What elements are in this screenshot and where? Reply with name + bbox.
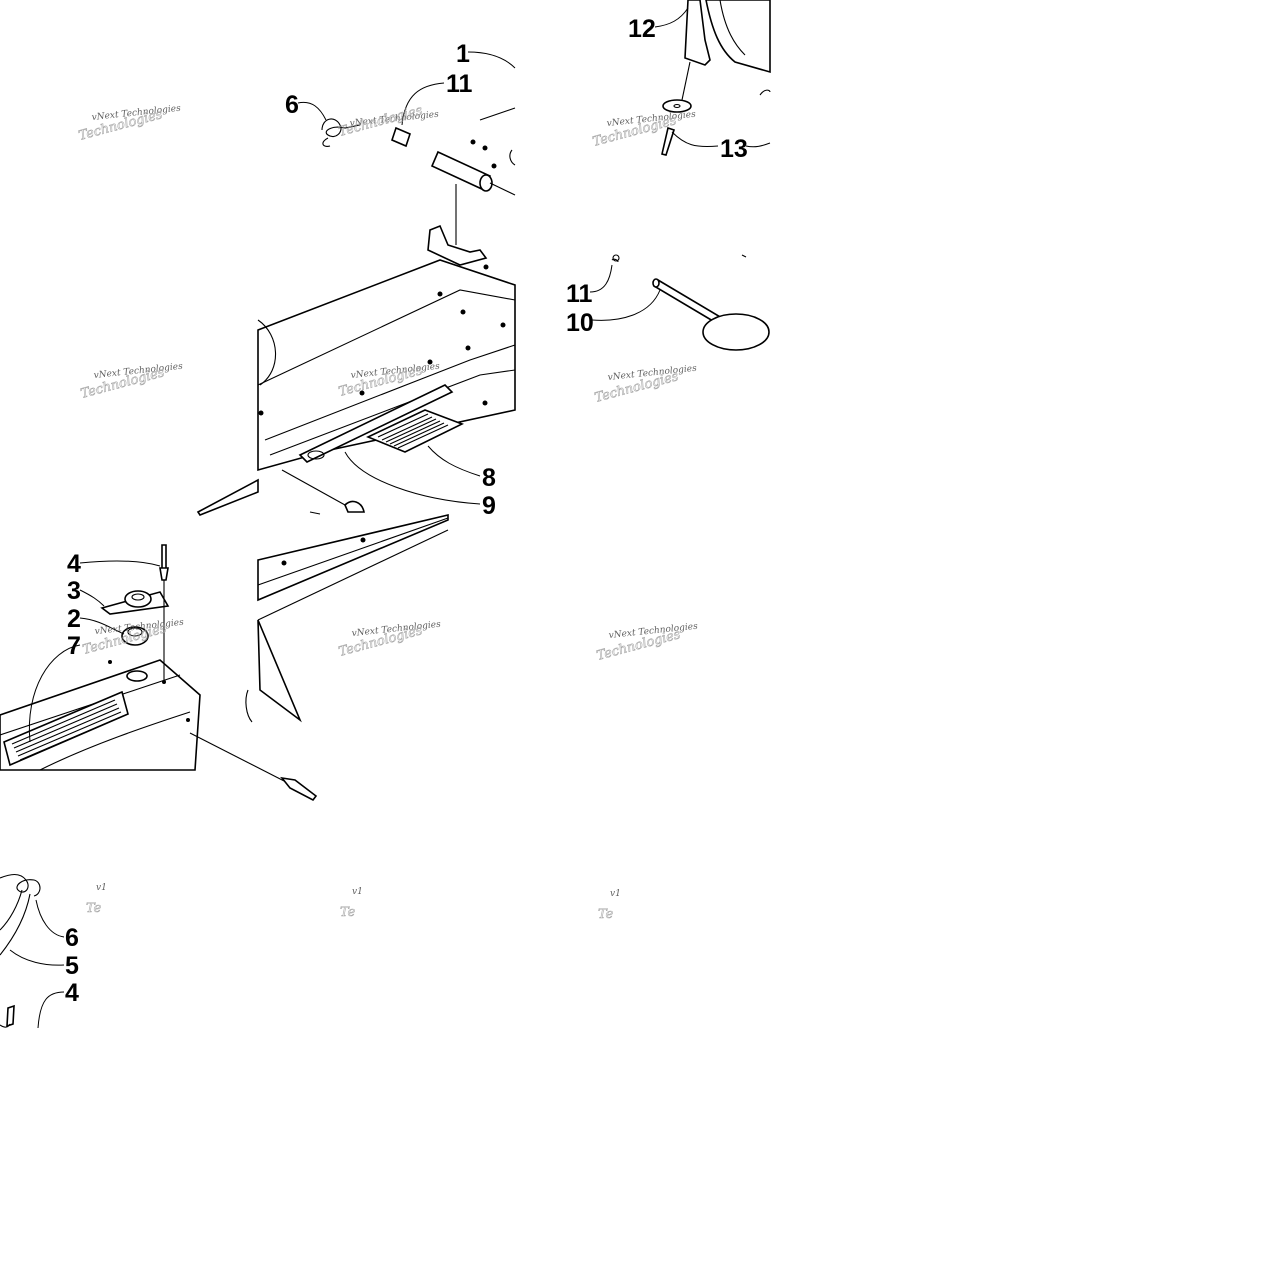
callout-8: 8 xyxy=(482,464,496,492)
watermark-short-outline: Te xyxy=(340,905,356,920)
pin-fastener xyxy=(280,776,318,802)
tile-cover-plate: 4 3 2 7 xyxy=(0,544,318,802)
callout-9: 9 xyxy=(482,492,496,520)
plate-edge xyxy=(257,289,516,386)
callout-12: 12 xyxy=(628,15,656,43)
decal-7 xyxy=(3,690,129,767)
flange-3 xyxy=(100,590,170,615)
decal-9 xyxy=(298,384,454,463)
upper-pin xyxy=(391,126,516,245)
bolt-13 xyxy=(661,126,676,156)
tile-lower-frame xyxy=(245,513,449,723)
lower-frame xyxy=(257,513,449,602)
watermark-short-outline: Te xyxy=(86,901,102,916)
callout-6-b: 6 xyxy=(65,924,79,952)
tile-hitch-assembly: 1 11 6 8 9 xyxy=(196,40,516,520)
watermark-short: v1 xyxy=(96,883,107,893)
lower-tube xyxy=(196,478,259,516)
watermark-short-outline: Te xyxy=(598,907,614,922)
callout-11: 11 xyxy=(446,70,473,98)
watermark-short: v1 xyxy=(610,889,621,899)
tile-safety-cable: 6 5 4 xyxy=(0,873,79,1029)
safety-cable-5 xyxy=(0,893,31,956)
hitch-pin-clip xyxy=(321,118,361,147)
washer xyxy=(662,99,692,113)
callout-3: 3 xyxy=(67,577,81,605)
pin-clip-6 xyxy=(0,873,41,897)
jack-stand xyxy=(684,0,711,66)
grommet-2 xyxy=(121,626,149,646)
callout-11-b: 11 xyxy=(566,280,593,308)
callout-2: 2 xyxy=(67,605,81,633)
callout-10: 10 xyxy=(566,309,594,337)
callout-5: 5 xyxy=(65,952,79,980)
callout-1: 1 xyxy=(456,40,470,68)
callout-6: 6 xyxy=(285,91,299,119)
callout-4: 4 xyxy=(67,550,81,578)
rivet-4 xyxy=(159,544,169,680)
rivet-holes xyxy=(258,139,506,416)
watermarks: vNext Technologies vNext Technologies vN… xyxy=(77,103,699,923)
callout-7: 7 xyxy=(67,632,81,660)
cable-end-4 xyxy=(6,1004,15,1028)
watermark-short: v1 xyxy=(352,887,363,897)
hitch-pin-10 xyxy=(611,254,770,351)
callout-13: 13 xyxy=(720,135,748,163)
tile-jack-stand: 12 13 11 10 xyxy=(566,0,771,351)
decal-8 xyxy=(366,409,465,453)
skid xyxy=(257,619,302,723)
callout-4-b: 4 xyxy=(65,979,79,1007)
hitch-tab xyxy=(427,224,488,266)
